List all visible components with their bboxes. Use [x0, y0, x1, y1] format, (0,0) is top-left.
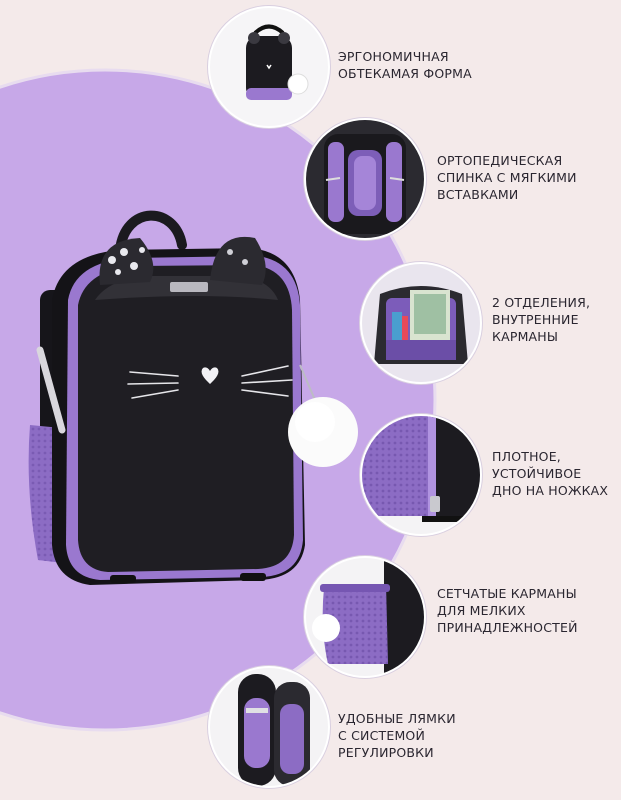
lavender-circle-ring [0, 68, 437, 732]
main-backpack-image [28, 210, 358, 585]
feature-bottom: ПЛОТНОЕ, УСТОЙЧИВОЕ ДНО НА НОЖКАХ [492, 448, 621, 499]
feature-label: ЭРГОНОМИЧНАЯ ОБТЕКАМАЯ ФОРМА [338, 49, 472, 81]
feature-straps: УДОБНЫЕ ЛЯМКИ С СИСТЕМОЙ РЕГУЛИРОВКИ [338, 710, 598, 761]
feature-compartments: 2 ОТДЕЛЕНИЯ, ВНУТРЕННИЕ КАРМАНЫ [492, 294, 621, 345]
feature-ergonomic: ЭРГОНОМИЧНАЯ ОБТЕКАМАЯ ФОРМА [338, 48, 598, 82]
thumb-back [304, 118, 426, 240]
backpack-front-icon [210, 8, 328, 126]
thumb-compartments [360, 262, 482, 384]
feature-label: СЕТЧАТЫЕ КАРМАНЫ ДЛЯ МЕЛКИХ ПРИНАДЛЕЖНОС… [437, 586, 578, 635]
feature-mesh-pockets: СЕТЧАТЫЕ КАРМАНЫ ДЛЯ МЕЛКИХ ПРИНАДЛЕЖНОС… [437, 585, 621, 636]
backpack-back-icon [306, 120, 424, 238]
thumb-straps [208, 666, 330, 788]
straps-icon [210, 668, 328, 786]
bottom-icon [362, 416, 480, 534]
feature-label: ПЛОТНОЕ, УСТОЙЧИВОЕ ДНО НА НОЖКАХ [492, 449, 609, 498]
feature-orthopedic: ОРТОПЕДИЧЕСКАЯ СПИНКА С МЯГКИМИ ВСТАВКАМ… [437, 152, 621, 203]
thumb-mesh-pocket [304, 556, 426, 678]
feature-label: ОРТОПЕДИЧЕСКАЯ СПИНКА С МЯГКИМИ ВСТАВКАМ… [437, 153, 577, 202]
feature-label: 2 ОТДЕЛЕНИЯ, ВНУТРЕННИЕ КАРМАНЫ [492, 295, 591, 344]
thumb-bottom [360, 414, 482, 536]
mesh-pocket-icon [306, 558, 424, 676]
thumb-ergonomic [208, 6, 330, 128]
compartments-icon [362, 264, 480, 382]
feature-label: УДОБНЫЕ ЛЯМКИ С СИСТЕМОЙ РЕГУЛИРОВКИ [338, 711, 456, 760]
